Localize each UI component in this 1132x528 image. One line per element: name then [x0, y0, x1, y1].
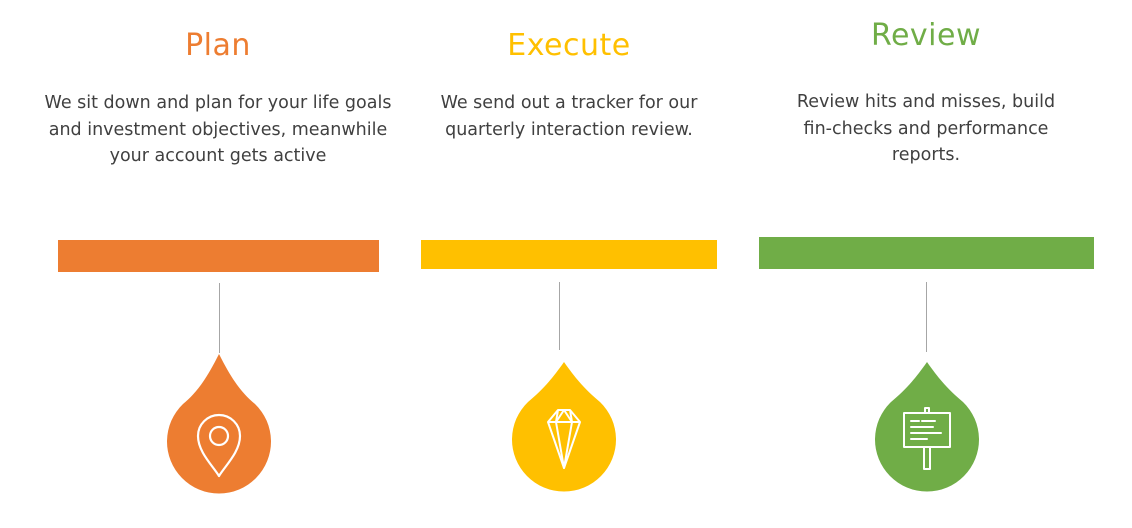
- stage-bar: [421, 240, 717, 269]
- stage-description: We sit down and plan for your life goals…: [38, 90, 398, 170]
- stage-title: Plan: [185, 28, 251, 63]
- description-line: quarterly interaction review.: [445, 119, 693, 140]
- drop-fill: [512, 362, 616, 492]
- description-line: Review hits and misses, build: [796, 92, 1056, 112]
- connector-line: [559, 282, 560, 350]
- description-line: We sit down and plan for your life goals: [44, 93, 392, 113]
- drop-shape: [875, 360, 979, 510]
- connector-line: [926, 282, 927, 352]
- stage-bar: [759, 237, 1094, 269]
- description-line: reports.: [891, 145, 961, 165]
- signboard-icon: [903, 407, 951, 470]
- drop-fill: [167, 354, 271, 494]
- description-line: your account gets active: [109, 146, 327, 166]
- description-line: and investment objectives, meanwhile: [48, 119, 388, 140]
- stage-description: We send out a tracker for our quarterly …: [410, 90, 728, 143]
- description-line: We send out a tracker for our: [440, 93, 698, 113]
- stage-title: Review: [870, 18, 982, 53]
- drop-shape: [167, 352, 271, 502]
- description-line: fin-checks and performance: [803, 118, 1049, 139]
- drop-shape: [512, 360, 616, 510]
- stage-bar: [58, 240, 379, 272]
- diamond-icon: [547, 409, 581, 469]
- location-pin-icon: [196, 413, 242, 478]
- stage-description: Review hits and misses, build fin-checks…: [752, 89, 1100, 169]
- connector-line: [219, 283, 220, 353]
- stage-title: Execute: [507, 28, 631, 63]
